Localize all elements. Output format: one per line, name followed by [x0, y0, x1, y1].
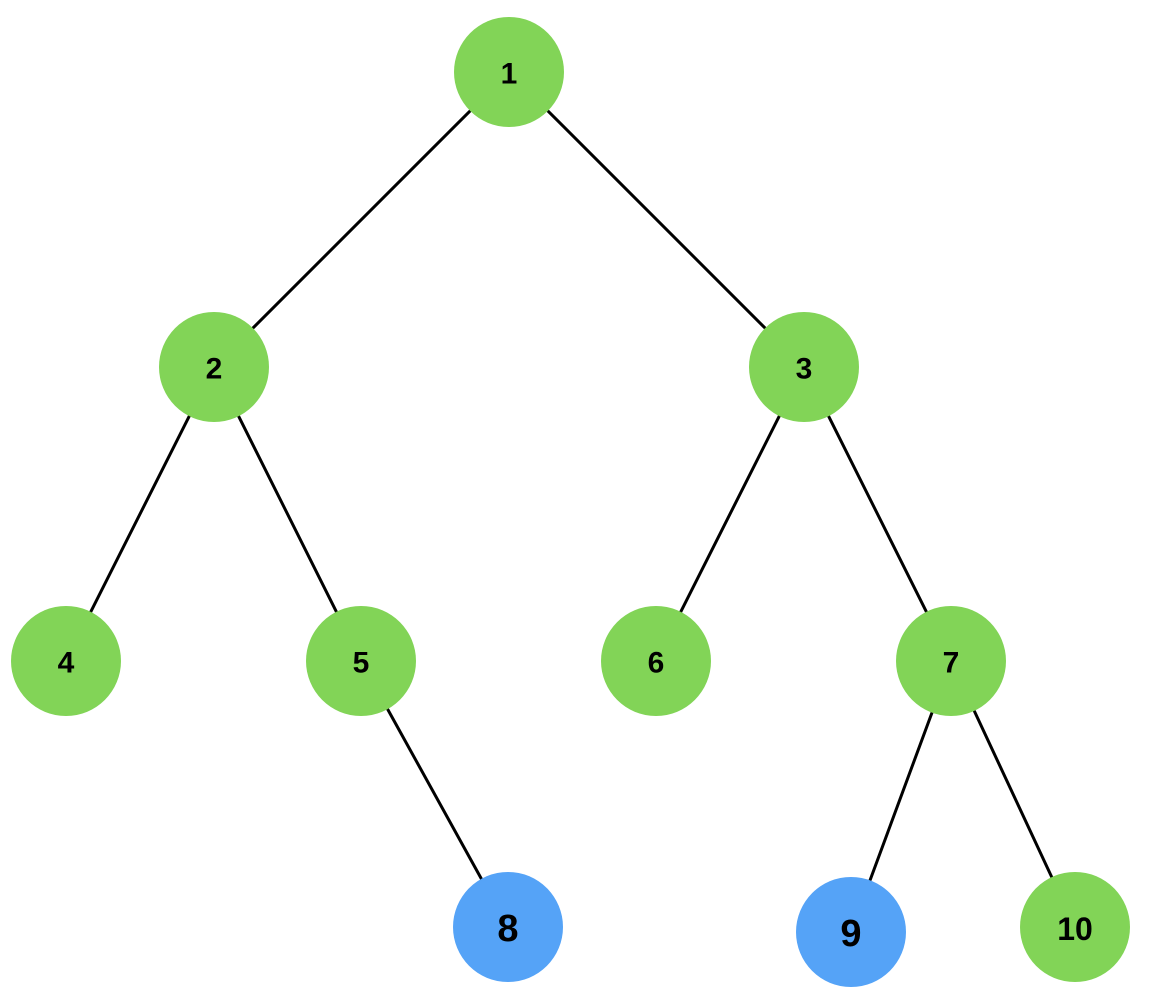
node-circle-1	[454, 17, 564, 127]
node-circle-10	[1020, 872, 1130, 982]
edges-layer	[89, 109, 1054, 882]
tree-node-8: 8	[453, 872, 563, 982]
tree-node-7: 7	[896, 606, 1006, 716]
node-label-4: 4	[58, 647, 75, 680]
tree-node-3: 3	[749, 312, 859, 422]
node-label-3: 3	[796, 353, 813, 386]
tree-node-2: 2	[159, 312, 269, 422]
node-label-5: 5	[353, 647, 370, 680]
tree-node-1: 1	[454, 17, 564, 127]
edge-3-6	[679, 414, 781, 614]
edge-1-3	[546, 109, 767, 330]
tree-node-9: 9	[796, 877, 906, 987]
tree-node-10: 10	[1020, 872, 1130, 982]
tree-node-6: 6	[601, 606, 711, 716]
edge-7-10	[972, 709, 1054, 879]
node-label-1: 1	[501, 58, 518, 91]
tree-node-5: 5	[306, 606, 416, 716]
node-circle-3	[749, 312, 859, 422]
node-circle-5	[306, 606, 416, 716]
node-label-8: 8	[497, 908, 518, 950]
edge-5-8	[386, 707, 483, 881]
tree-node-4: 4	[11, 606, 121, 716]
node-circle-7	[896, 606, 1006, 716]
edge-3-7	[827, 414, 928, 614]
edge-7-9	[868, 711, 934, 882]
node-label-10: 10	[1057, 911, 1093, 947]
edge-2-5	[237, 414, 338, 614]
edge-2-4	[89, 414, 191, 614]
node-circle-4	[11, 606, 121, 716]
node-label-9: 9	[840, 913, 861, 955]
edge-1-2	[251, 109, 472, 330]
node-label-2: 2	[206, 353, 223, 386]
node-circle-8	[453, 872, 563, 982]
nodes-layer: 1 2 3 4 5 6 7 8 9 10	[11, 17, 1130, 987]
node-circle-9	[796, 877, 906, 987]
node-label-6: 6	[648, 647, 665, 680]
node-label-7: 7	[943, 647, 960, 680]
node-circle-6	[601, 606, 711, 716]
node-circle-2	[159, 312, 269, 422]
